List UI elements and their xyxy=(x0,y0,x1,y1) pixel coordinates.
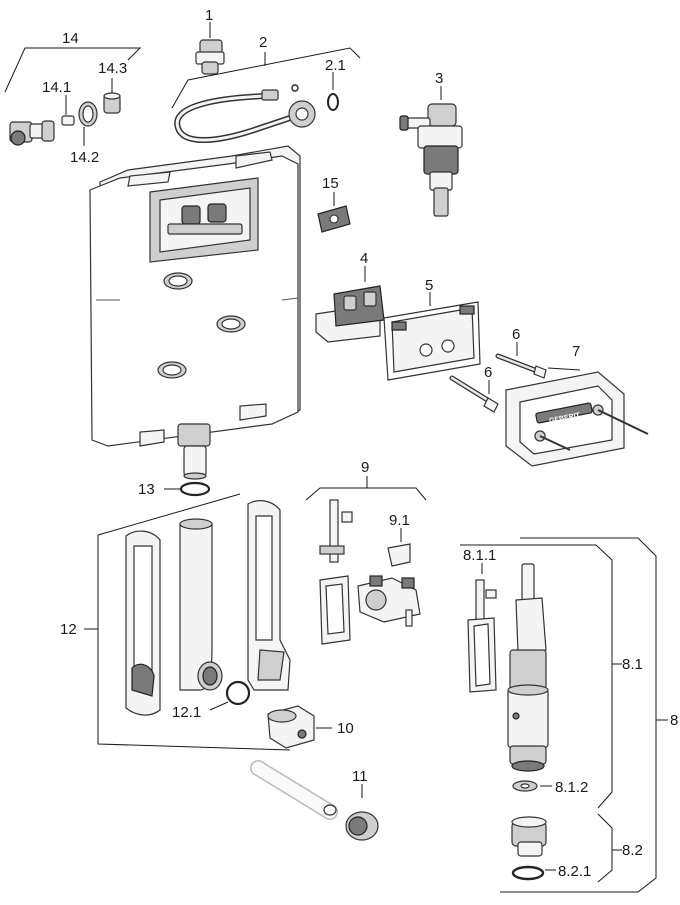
cistern-inspection-opening xyxy=(149,177,259,263)
cistern-outlet xyxy=(177,423,211,480)
label-15: 15 xyxy=(322,175,339,192)
part-14-assembly xyxy=(4,47,142,146)
part-13-oring xyxy=(164,481,211,497)
cistern-body xyxy=(89,145,301,480)
label-9-1: 9.1 xyxy=(389,512,410,529)
part-15-bracket xyxy=(317,192,351,233)
label-14: 14 xyxy=(62,30,79,47)
part-2-1-oring xyxy=(291,72,339,111)
part-6-rod-lower xyxy=(449,375,499,413)
label-5: 5 xyxy=(425,277,433,294)
label-8-1: 8.1 xyxy=(622,656,643,673)
part-9-float xyxy=(357,575,421,627)
label-8-1-1: 8.1.1 xyxy=(463,547,496,564)
part-10-connector xyxy=(267,705,332,749)
brand-plate xyxy=(535,402,593,424)
label-8-2-1: 8.2.1 xyxy=(558,863,591,880)
part-9-lever xyxy=(319,499,353,645)
bracket-8-1 xyxy=(460,544,613,809)
part-6-rod-upper xyxy=(495,342,547,379)
part-14-valve xyxy=(9,120,55,146)
part-4-actuator-mount xyxy=(315,266,385,343)
label-12-1: 12.1 xyxy=(172,704,201,721)
label-9: 9 xyxy=(361,459,369,476)
label-14-1: 14.1 xyxy=(42,79,71,96)
label-8-2: 8.2 xyxy=(622,842,643,859)
label-6-lower: 6 xyxy=(484,364,492,381)
bracket-8-2 xyxy=(597,813,613,883)
part-8-2-nut xyxy=(511,816,547,857)
part-9-1-clip xyxy=(387,528,411,567)
bracket-12-side xyxy=(97,535,291,751)
label-1: 1 xyxy=(205,7,213,24)
part-8-1-1-lever xyxy=(467,563,497,693)
part-1-valve xyxy=(195,22,225,75)
label-3: 3 xyxy=(435,70,443,87)
label-11: 11 xyxy=(352,768,368,785)
bracket-9 xyxy=(305,487,427,501)
label-10: 10 xyxy=(337,720,354,737)
label-4: 4 xyxy=(360,250,368,267)
part-8-1-valve xyxy=(507,563,549,772)
part-11-pipe xyxy=(250,760,379,841)
part-12-1-ring xyxy=(209,680,251,711)
label-14-3: 14.3 xyxy=(98,60,127,77)
label-8-1-2: 8.1.2 xyxy=(555,779,588,796)
part-12-pipe-bend xyxy=(179,518,223,691)
part-12-assembly xyxy=(84,493,291,751)
label-14-2: 14.2 xyxy=(70,149,99,166)
part-9-assembly xyxy=(305,476,427,645)
label-2: 2 xyxy=(259,34,267,51)
part-5-plate xyxy=(383,292,481,381)
label-12: 12 xyxy=(60,621,77,638)
part-7-protective-box: GEBERIT xyxy=(505,367,649,467)
part-14-3-cap xyxy=(103,78,121,114)
label-13: 13 xyxy=(138,481,155,498)
part-3-fill-valve xyxy=(399,86,463,217)
bracket-8 xyxy=(500,537,657,893)
label-2-1: 2.1 xyxy=(325,57,346,74)
part-labels: 1 2 2.1 3 4 5 6 6 7 8 8.1 8.1.1 8.1.2 8.… xyxy=(42,7,678,880)
label-6-upper: 6 xyxy=(512,326,520,343)
part-12-half-shell-left xyxy=(125,530,161,716)
part-14-1-nipple xyxy=(61,95,75,126)
part-8-assembly xyxy=(460,537,668,893)
part-8-2-1-ring xyxy=(511,865,556,881)
label-8: 8 xyxy=(670,712,678,729)
part-12-half-shell-right xyxy=(247,500,291,691)
label-7: 7 xyxy=(572,343,580,360)
bracket-2 xyxy=(171,47,361,109)
part-8-1-2-washer xyxy=(512,780,552,792)
bracket-12-top xyxy=(97,493,241,536)
bracket-14 xyxy=(4,47,142,93)
part-2-hose xyxy=(171,47,361,143)
part-14-2-ring xyxy=(78,101,98,146)
